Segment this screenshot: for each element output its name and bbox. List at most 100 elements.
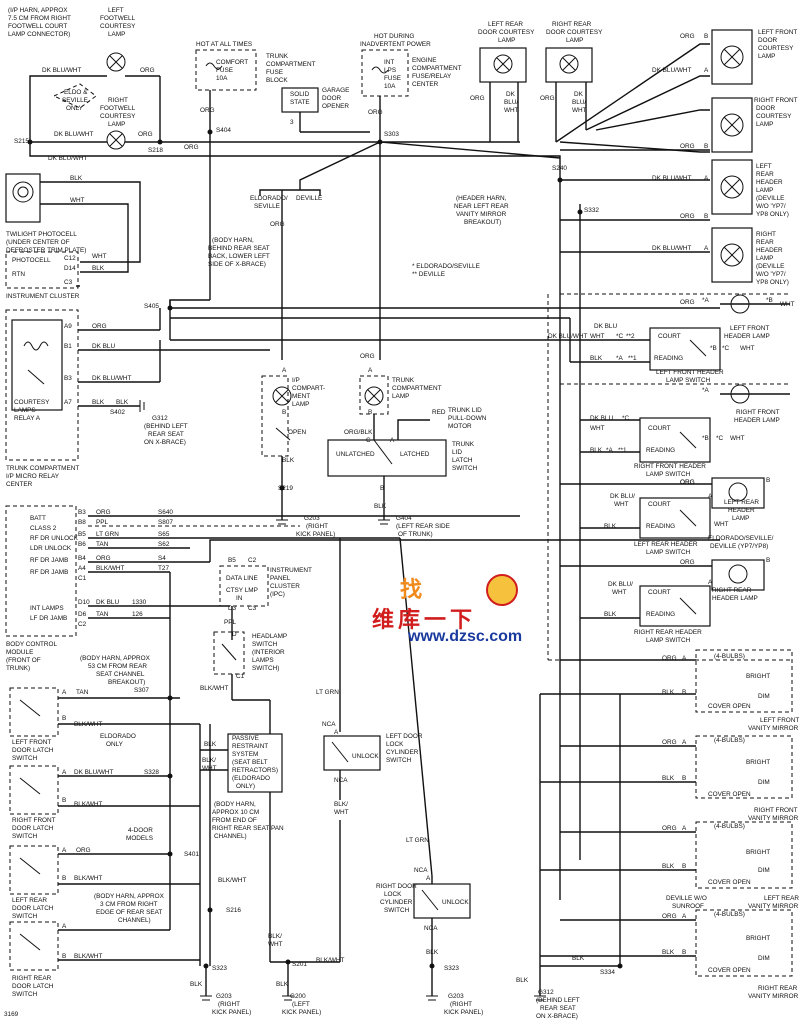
diagram-label: *B [766, 297, 773, 304]
diagram-label: BLK/ [334, 801, 348, 808]
diagram-label: LEFT [756, 163, 772, 170]
diagram-label: (4-BULBS) [714, 823, 745, 830]
diagram-label: S640 [158, 509, 173, 516]
diagram-label: WHT [612, 589, 627, 596]
diagram-label: RESTRAINT [232, 743, 268, 750]
diagram-label: ORG [470, 95, 485, 102]
diagram-label: COVER OPEN [708, 703, 751, 710]
diagram-label: WHT [202, 765, 217, 772]
diagram-label: SWITCH [12, 913, 38, 920]
diagram-label: D10 [78, 599, 90, 606]
diagram-label: ORG [184, 144, 199, 151]
diagram-label: B1 [64, 343, 72, 350]
diagram-label: C2 [248, 557, 257, 564]
diagram-label: BLK [92, 265, 105, 272]
diagram-label: LAMP SWITCH [646, 549, 691, 556]
diagram-label: A [282, 367, 287, 374]
diagram-label: G312 [152, 415, 168, 422]
diagram-label: *C [716, 435, 723, 442]
diagram-label: LAMP [498, 37, 515, 44]
diagram-label: SWITCH [12, 991, 38, 998]
fuse-blocks [195, 49, 561, 360]
diagram-label: SIDE OF X-BRACE) [208, 261, 266, 268]
diagram-label: OPEN [288, 429, 306, 436]
diagram-label: BLK/WHT [96, 565, 125, 572]
diagram-label: B [704, 143, 708, 150]
diagram-label: (I/P HARN, APPROX [8, 7, 68, 14]
diagram-label: A [62, 689, 67, 696]
diagram-label: B [62, 953, 66, 960]
diagram-label: COURTESY [100, 113, 136, 120]
diagram-label: LATCHED [400, 451, 430, 458]
diagram-label: COURT [648, 501, 671, 508]
diagram-label: (SEAT BELT [232, 759, 268, 766]
diagram-label: ORG [360, 353, 375, 360]
diagram-label: BLK [516, 977, 529, 984]
diagram-label: FUSE/RELAY [412, 73, 452, 80]
diagram-label: S334 [600, 969, 615, 976]
diagram-label: OPENER [322, 103, 349, 110]
diagram-label: LAMP [108, 121, 125, 128]
diagram-label: A [704, 175, 709, 182]
diagram-label: NCA [334, 777, 348, 784]
diagram-label: D6 [78, 611, 87, 618]
diagram-label: ENGINE [412, 57, 437, 64]
diagram-label: SEVILLE [62, 97, 88, 104]
diagram-label: COURT [648, 425, 671, 432]
diagram-label: BLK [662, 949, 675, 956]
diagram-label: HOT AT ALL TIMES [196, 41, 252, 48]
diagram-label: S807 [158, 519, 173, 526]
diagram-label: A [62, 769, 67, 776]
diagram-label: KICK PANEL) [296, 531, 335, 538]
diagram-label: (BEHIND LEFT [144, 423, 188, 430]
diagram-label: BLK/WHT [74, 721, 103, 728]
diagram-label: *A [606, 447, 613, 454]
diagram-label: 126 [132, 611, 143, 618]
diagram-label: BLK/ [202, 757, 216, 764]
diagram-label: A [334, 729, 339, 736]
diagram-label: B [62, 875, 66, 882]
diagram-label: *C [622, 415, 629, 422]
diagram-label: 3169 [4, 1011, 19, 1018]
diagram-label: BRIGHT [746, 673, 770, 680]
diagram-label: ORG [96, 555, 111, 562]
diagram-label: A [682, 825, 687, 832]
diagram-label: A [708, 493, 713, 500]
diagram-label: LEFT REAR [764, 895, 799, 902]
diagram-label: BLK/WHT [200, 685, 229, 692]
diagram-label: RIGHT REAR [758, 985, 798, 992]
diagram-label: DK BLU/WHT [74, 769, 114, 776]
diagram-label: MENT [292, 393, 310, 400]
diagram-label: A [704, 67, 709, 74]
diagram-label: DK BLU [590, 415, 613, 422]
diagram-label: S240 [552, 165, 567, 172]
diagram-label: TRUNK [392, 377, 415, 384]
diagram-label: FROM END OF [212, 817, 257, 824]
diagram-label: RF DR JAMB [30, 569, 68, 576]
diagram-label: VANITY MIRROR [748, 903, 799, 910]
footwell-lamps [27, 52, 561, 180]
diagram-label: B [704, 33, 708, 40]
diagram-label: DK [506, 91, 516, 98]
diagram-label: SWITCH [386, 757, 412, 764]
diagram-label: B [682, 689, 686, 696]
diagram-label: LAMP [758, 53, 775, 60]
diagram-label: S402 [110, 409, 125, 416]
diagram-label: DEVILLE (YP7/YP8) [710, 543, 768, 550]
diagram-label: C2 [78, 621, 87, 628]
diagram-label: S323 [444, 965, 459, 972]
diagram-label: NCA [414, 867, 428, 874]
diagram-label: BLK [276, 981, 289, 988]
diagram-label: *B [702, 435, 709, 442]
diagram-label: PHOTOCELL [12, 257, 51, 264]
diagram-label: B [682, 775, 686, 782]
diagram-label: CENTER [412, 81, 439, 88]
diagram-label: DK BLU/WHT [54, 131, 94, 138]
diagram-label: LEFT [108, 7, 124, 14]
diagram-label: RIGHT FRONT [754, 807, 798, 814]
diagram-label: INT [384, 59, 394, 66]
diagram-label: B [766, 477, 770, 484]
diagram-label: ELDORADO/SEVILLE/ [708, 535, 774, 542]
diagram-label: INSTRUMENT CLUSTER [6, 293, 80, 300]
diagram-label: YP8 ONLY) [756, 279, 789, 286]
